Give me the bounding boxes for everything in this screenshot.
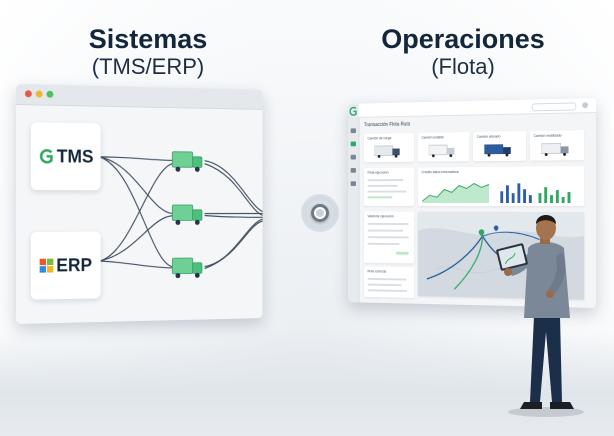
reports-icon[interactable] bbox=[350, 168, 356, 173]
avatar[interactable] bbox=[582, 102, 589, 109]
stats-panel: Flota ejecución bbox=[363, 167, 415, 206]
vehicle-card-label: Camión reutilizado bbox=[533, 133, 562, 138]
settings-icon[interactable] bbox=[350, 181, 356, 186]
truck-icon bbox=[172, 152, 202, 172]
systems-title: Sistemas bbox=[88, 24, 208, 54]
truck-photo-icon bbox=[428, 144, 455, 158]
dashboard-topbar bbox=[358, 98, 596, 118]
vehicle-card-label: Camión estable bbox=[421, 135, 444, 140]
app-logo-icon bbox=[348, 106, 359, 118]
truck-photo-icon bbox=[374, 145, 400, 158]
vehicle-card[interactable]: Camión reutilizado bbox=[529, 130, 585, 161]
truck-icon bbox=[172, 258, 202, 279]
dashboard-title: Transacción Flota Ruta bbox=[363, 121, 411, 129]
truck-photo-icon bbox=[541, 142, 569, 157]
search-input[interactable] bbox=[531, 102, 577, 112]
summary-panel-title: Ruta correcta bbox=[367, 269, 387, 274]
operations-heading: Operaciones (Flota) bbox=[360, 24, 566, 80]
vehicle-card[interactable]: Camión aforado bbox=[473, 131, 527, 162]
truck-photo-icon bbox=[484, 144, 511, 157]
tms-card[interactable]: TMS bbox=[30, 122, 101, 191]
stats-panel-title: Flota ejecución bbox=[367, 170, 389, 175]
vehicle-card-label: Camión de carga bbox=[367, 136, 392, 141]
vehicle-card[interactable]: Camión estable bbox=[417, 132, 470, 162]
dashboard-sidebar bbox=[348, 103, 360, 303]
routes-panel-title: Valorizar ejecución bbox=[367, 214, 394, 219]
systems-window: TMS ERP bbox=[16, 84, 263, 324]
vehicle-card[interactable]: Camión de carga bbox=[363, 133, 415, 163]
minimize-dot-icon[interactable] bbox=[35, 90, 43, 98]
hub-ring-icon bbox=[311, 204, 329, 222]
operator-person bbox=[496, 215, 584, 417]
floor-backdrop bbox=[0, 330, 614, 436]
truck-icon bbox=[172, 205, 202, 225]
chart-panel: Crédito datos informativos bbox=[417, 166, 585, 206]
tms-label: TMS bbox=[56, 145, 94, 167]
erp-logo-icon bbox=[39, 258, 54, 273]
operations-title: Operaciones bbox=[381, 24, 545, 54]
area-chart bbox=[421, 175, 571, 205]
close-dot-icon[interactable] bbox=[24, 90, 32, 98]
fleet-icon[interactable] bbox=[350, 141, 356, 147]
home-icon[interactable] bbox=[350, 128, 356, 134]
chart-panel-title: Crédito datos informativos bbox=[421, 170, 459, 175]
vehicle-card-label: Camión aforado bbox=[476, 134, 501, 139]
erp-label: ERP bbox=[56, 254, 93, 275]
erp-card[interactable]: ERP bbox=[30, 231, 101, 300]
integration-hub bbox=[301, 194, 339, 232]
tms-logo-icon bbox=[38, 148, 54, 164]
systems-heading: Sistemas (TMS/ERP) bbox=[68, 24, 228, 80]
systems-subtitle: (TMS/ERP) bbox=[91, 54, 205, 79]
routes-panel: Valorizar ejecución bbox=[363, 211, 415, 264]
summary-panel: Ruta correcta bbox=[363, 266, 415, 298]
maximize-dot-icon[interactable] bbox=[46, 90, 54, 98]
operations-subtitle: (Flota) bbox=[431, 54, 495, 79]
connection-lines bbox=[16, 104, 263, 279]
routes-icon[interactable] bbox=[350, 154, 356, 160]
